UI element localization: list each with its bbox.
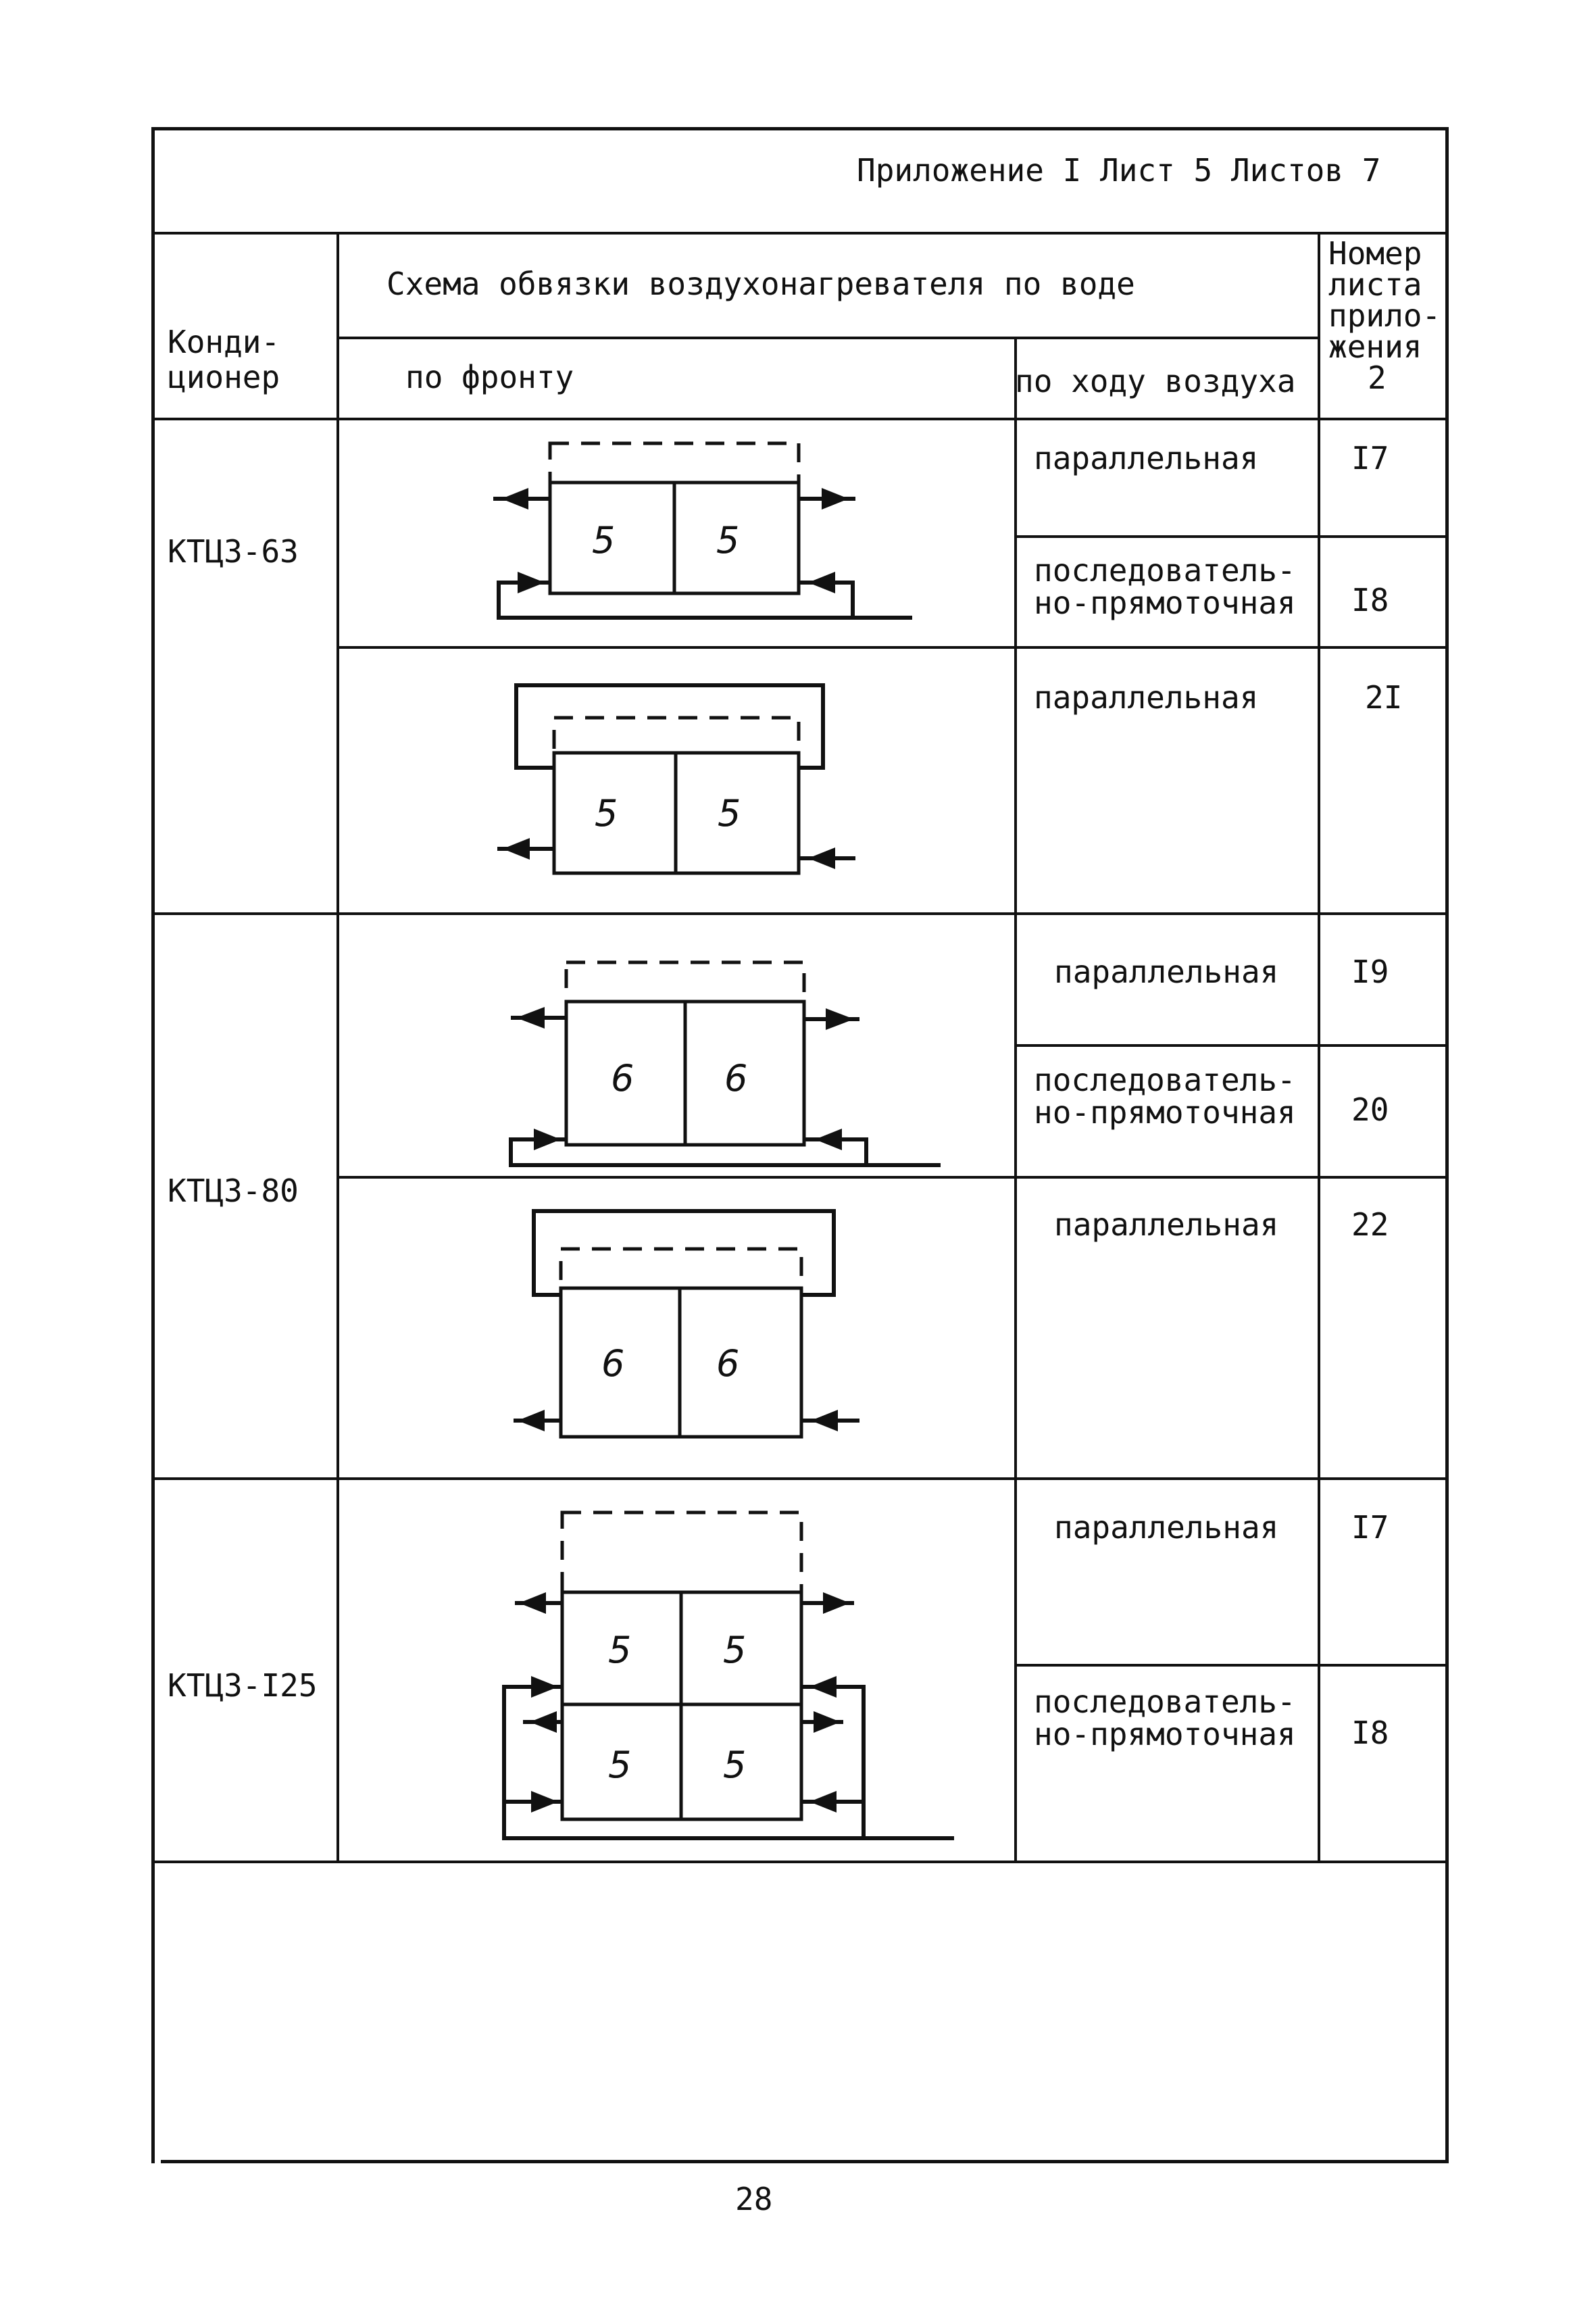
- connection-type: параллельная: [1034, 440, 1259, 476]
- connection-type-line1: последователь-: [1034, 552, 1296, 589]
- arrow-left: [808, 847, 835, 869]
- bypass-pipe: [514, 683, 825, 770]
- scheme-ktc3-80-bypass: 6 6: [514, 1209, 859, 1439]
- sheet-info: Приложение I Лист 5 Листов 7: [857, 152, 1381, 189]
- arrow-right: [822, 488, 849, 510]
- heater-module: [678, 1286, 803, 1439]
- scheme-ktc3-80-series: 6 6: [509, 960, 941, 1167]
- arrow-left: [808, 572, 835, 593]
- sheet-number: I8: [1351, 1715, 1389, 1751]
- connection-type: параллельная: [1034, 679, 1259, 716]
- connection-type-line2: но-прямоточная: [1034, 585, 1296, 621]
- sheet-number: 22: [1351, 1206, 1389, 1243]
- arrow-right: [814, 1711, 841, 1733]
- model-label: КТЦ3-I25: [168, 1667, 318, 1704]
- column-appendix-sheet-line2: листа: [1328, 266, 1422, 303]
- column-by-airflow: по ходу воздуха: [1015, 363, 1296, 399]
- arrow-left: [530, 1711, 557, 1733]
- return-pipe: [497, 581, 912, 620]
- arrow-right: [534, 1129, 561, 1150]
- connection-type-line2: но-прямоточная: [1034, 1716, 1296, 1752]
- bypass-pipe: [532, 1209, 836, 1297]
- arrow-left: [519, 1592, 546, 1614]
- arrow-left: [811, 1410, 838, 1431]
- arrow-left: [501, 488, 528, 510]
- arrow-right: [823, 1592, 850, 1614]
- heater-module: [679, 1702, 803, 1821]
- arrow-right: [518, 572, 545, 593]
- arrow-left: [809, 1676, 837, 1698]
- sheet-number: I9: [1351, 954, 1389, 990]
- arrow-left: [518, 1410, 545, 1431]
- arrow-right: [531, 1676, 558, 1698]
- dashed-header-rect: [560, 1510, 803, 1594]
- module-label: 5: [716, 519, 739, 562]
- dashed-header-rect: [552, 716, 801, 755]
- model-label: КТЦ3-63: [168, 533, 299, 570]
- module-label: 5: [608, 1629, 631, 1671]
- scheme-ktc3-125: 5 5 5 5: [502, 1510, 954, 1840]
- column-conditioner-line2: ционер: [168, 359, 280, 395]
- scheme-ktc3-63-bypass: 5 5: [497, 683, 855, 875]
- pipe: [801, 1685, 866, 1838]
- heater-module: [683, 1000, 806, 1147]
- arrow-right: [531, 1791, 558, 1813]
- arrow-left: [516, 1007, 545, 1029]
- dashed-header-rect: [564, 960, 806, 1004]
- sheet-number: I7: [1351, 1509, 1389, 1546]
- module-label: 6: [716, 1342, 739, 1385]
- module-label: 6: [601, 1342, 624, 1385]
- connection-type: параллельная: [1054, 1509, 1279, 1546]
- dashed-header-rect: [559, 1247, 803, 1290]
- connection-type-line1: последователь-: [1034, 1683, 1296, 1720]
- sheet-number: I7: [1351, 440, 1389, 476]
- connection-type: параллельная: [1054, 1206, 1279, 1243]
- sheet-number: I8: [1351, 582, 1389, 618]
- column-scheme-title: Схема обвязки воздухонагревателя по воде: [386, 266, 1135, 302]
- model-label: КТЦ3-80: [168, 1173, 299, 1209]
- dashed-header-rect: [548, 441, 801, 485]
- column-by-front: по фронту: [405, 359, 574, 395]
- module-label: 6: [611, 1057, 634, 1100]
- arrow-left: [809, 1791, 837, 1813]
- module-label: 5: [718, 792, 741, 835]
- column-appendix-sheet-line1: Номер: [1328, 235, 1422, 272]
- heater-module: [672, 481, 801, 595]
- sheet-number: 2I: [1365, 679, 1403, 716]
- module-label: 5: [723, 1629, 746, 1671]
- sheet-number: 20: [1351, 1091, 1389, 1128]
- page-number: 28: [735, 2181, 773, 2217]
- connection-type-line1: последователь-: [1034, 1062, 1296, 1098]
- heater-module: [674, 751, 801, 875]
- connection-type: параллельная: [1054, 954, 1279, 990]
- module-label: 5: [595, 792, 618, 835]
- connection-type-line2: но-прямоточная: [1034, 1094, 1296, 1131]
- column-appendix-sheet-line5: 2: [1368, 360, 1387, 396]
- arrow-right: [826, 1008, 854, 1030]
- column-appendix-sheet-line3: прило-: [1328, 297, 1441, 334]
- column-conditioner-line1: Конди-: [168, 324, 280, 360]
- module-label: 5: [592, 519, 615, 562]
- module-label: 6: [724, 1057, 747, 1100]
- arrow-left: [815, 1129, 842, 1150]
- module-label: 5: [723, 1744, 746, 1786]
- column-appendix-sheet-line4: жения: [1328, 328, 1422, 365]
- module-label: 5: [608, 1744, 631, 1786]
- arrow-left: [503, 838, 530, 860]
- scheme-ktc3-63-series: 5 5: [493, 441, 912, 620]
